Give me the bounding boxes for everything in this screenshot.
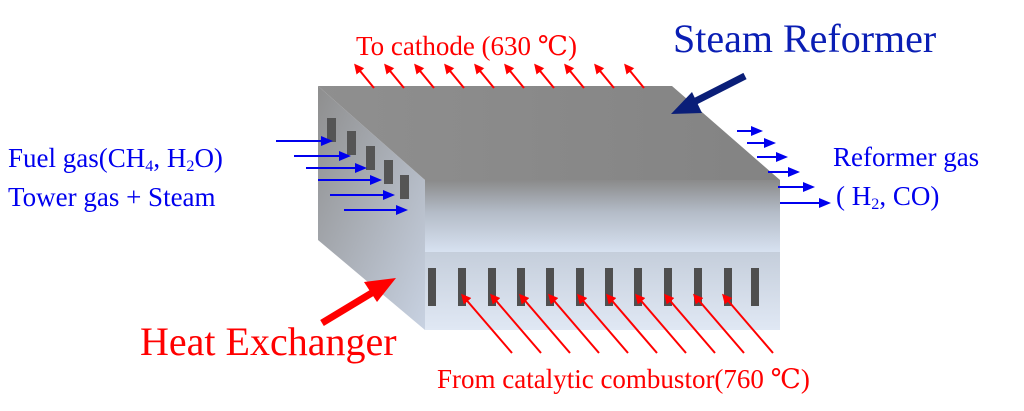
- steam-reformer-pointer-arrow: [671, 72, 747, 114]
- fuel-gas-label: Fuel gas(CH4, H2O): [8, 143, 223, 176]
- heat-exchanger-pointer-arrow: [320, 278, 396, 326]
- fuel-gas-h2o-subscript: 2: [186, 157, 195, 176]
- reformer-outlet-arrows: [737, 126, 831, 208]
- combustor-inlet-arrows: [461, 293, 774, 354]
- steam-reformer-label: Steam Reformer: [673, 16, 937, 61]
- fuel-inlet-arrows: [276, 136, 408, 215]
- block-top-face: [318, 86, 780, 180]
- block-front-face-upper: [425, 180, 780, 252]
- reformer-gas-comp-prefix: ( H: [836, 181, 872, 211]
- reformer-gas-comp-suffix: , CO): [879, 181, 940, 211]
- fuel-gas-prefix: Fuel gas(CH: [8, 143, 146, 173]
- reformer-gas-label: Reformer gas: [833, 142, 980, 172]
- cathode-outlet-arrows: [354, 63, 645, 89]
- heat-exchanger-label: Heat Exchanger: [140, 319, 397, 364]
- side-inlet-slots: [327, 118, 409, 199]
- fuel-gas-suffix: O): [194, 143, 223, 173]
- block-side-face: [318, 86, 425, 330]
- fuel-gas-mid: , H: [153, 143, 187, 173]
- from-combustor-label: From catalytic combustor(760 ℃): [437, 364, 810, 394]
- reformer-gas-composition-label: ( H2, CO): [836, 181, 940, 214]
- tower-gas-label: Tower gas + Steam: [8, 182, 216, 212]
- reformer-gas-h2-subscript: 2: [871, 195, 880, 214]
- block-front-face-lower: [425, 252, 780, 330]
- fuel-gas-ch4-subscript: 4: [145, 157, 154, 176]
- heat-exchanger-slots: [428, 268, 759, 306]
- to-cathode-label: To cathode (630 ℃): [356, 31, 577, 61]
